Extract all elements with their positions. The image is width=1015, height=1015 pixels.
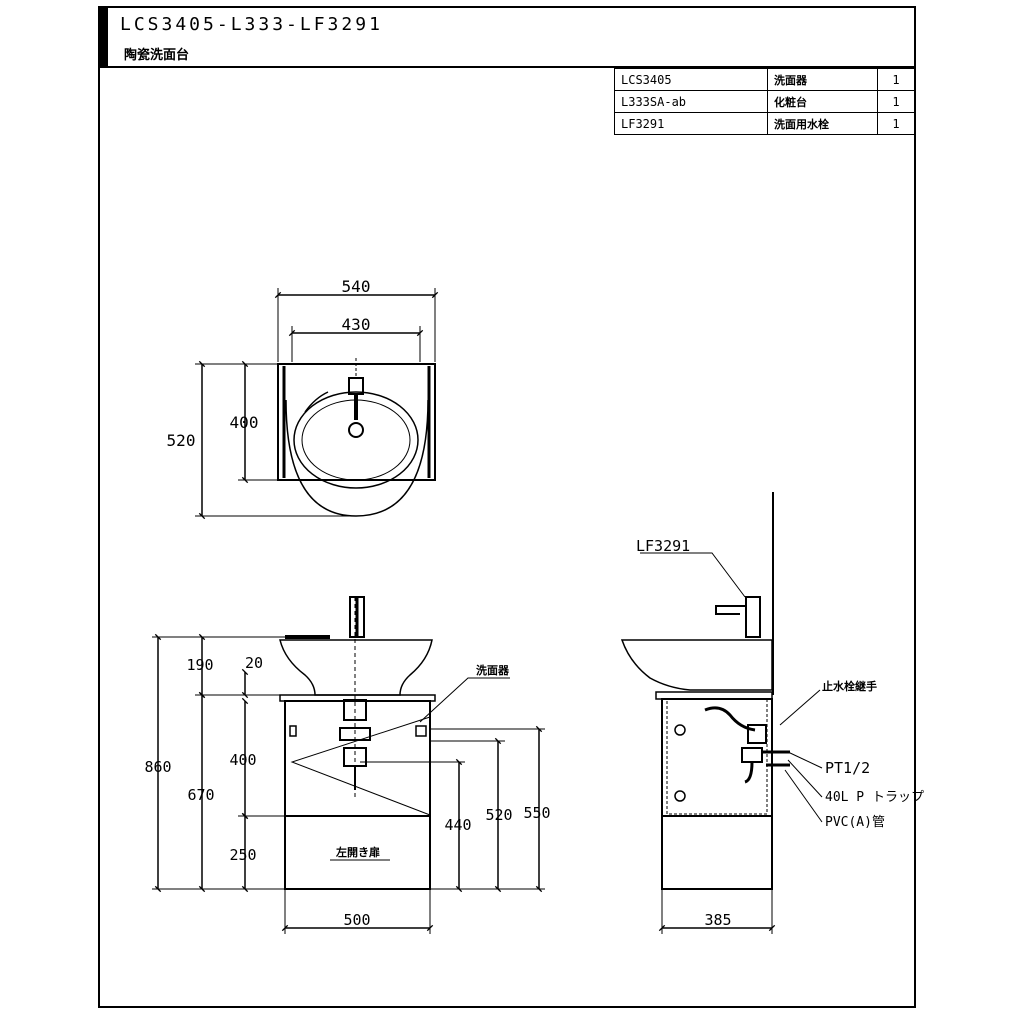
dim-label-430: 430 (342, 315, 371, 334)
counter-side (655, 691, 773, 700)
parts-table: LCS3405 洗面器 1 L333SA-ab 化粧台 1 LF3291 洗面用… (614, 68, 915, 135)
faucet-side (745, 596, 761, 638)
dim-label-400-front: 400 (229, 751, 256, 769)
leader-pipe (784, 769, 823, 823)
label-pt-thread: PT1/2 (825, 759, 870, 777)
dim-label-190: 190 (186, 656, 213, 674)
part-name: 洗面器 (767, 68, 878, 91)
leader-pt (787, 751, 823, 769)
front-view (152, 596, 545, 934)
top-view (195, 288, 439, 520)
parts-row: LF3291 洗面用水栓 1 (614, 112, 915, 135)
label-faucet-model: LF3291 (636, 537, 690, 555)
cabinet-side (661, 698, 773, 890)
dim-label-500: 500 (343, 911, 370, 929)
part-name: 化粧台 (767, 90, 878, 113)
door-front (284, 700, 431, 817)
cabinet-front (284, 700, 431, 890)
label-bowl: 洗面器 (476, 663, 510, 677)
dim-label-520-top: 520 (167, 431, 196, 450)
dim-label-860: 860 (144, 758, 171, 776)
door-swing-lines (290, 716, 431, 816)
title-block: LCS3405-L333-LF3291 陶瓷洗面台 (98, 6, 916, 68)
basin-bowl (293, 391, 419, 489)
product-subtitle: 陶瓷洗面台 (124, 48, 190, 63)
dim-label-440: 440 (444, 816, 471, 834)
dim-label-250: 250 (229, 846, 256, 864)
bowl-side (620, 639, 773, 691)
side-view (620, 492, 823, 934)
leader-supply (779, 689, 821, 726)
title-bar-accent (98, 6, 108, 66)
dim-label-400-top: 400 (230, 413, 259, 432)
dim-label-20: 20 (245, 654, 263, 672)
part-qty: 1 (877, 112, 915, 135)
leader-faucet (640, 552, 746, 598)
dim-label-670: 670 (187, 786, 214, 804)
parts-row: LCS3405 洗面器 1 (614, 68, 915, 91)
model-code-title: LCS3405-L333-LF3291 (120, 14, 383, 35)
leader-trap (787, 759, 823, 798)
parts-row: L333SA-ab 化粧台 1 (614, 90, 915, 113)
dim-label-550: 550 (523, 804, 550, 822)
bowl-front (279, 639, 433, 696)
part-name: 洗面用水栓 (767, 112, 878, 135)
dim-label-385: 385 (704, 911, 731, 929)
basin-outer-front (285, 399, 429, 517)
drawing-frame (98, 6, 916, 1008)
label-supply-fitting: 止水栓継手 (822, 679, 877, 693)
dim-label-520-front: 520 (485, 806, 512, 824)
dim-label-540: 540 (342, 277, 371, 296)
label-pvc-pipe: PVC(A)管 (825, 815, 885, 830)
label-trap: 40L P トラップ (825, 790, 924, 805)
part-code: LF3291 (614, 112, 768, 135)
drain-top (348, 422, 364, 438)
leader-bowl (419, 677, 510, 723)
label-door: 左開き扉 (335, 845, 380, 859)
part-code: L333SA-ab (614, 90, 768, 113)
